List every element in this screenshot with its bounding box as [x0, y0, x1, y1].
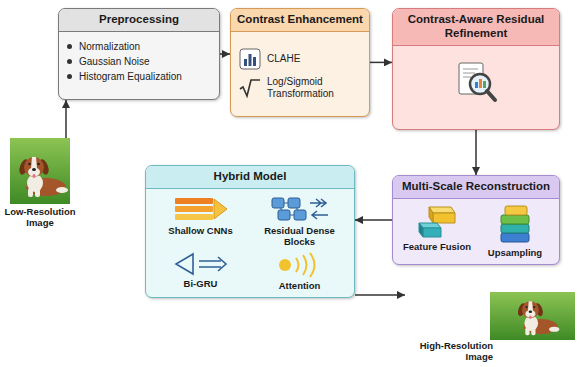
- box-title: Contrast-Aware Residual Refinement: [399, 13, 553, 41]
- cnn-icon: [173, 195, 229, 223]
- item-label: Upsampling: [488, 247, 542, 258]
- bullet-row: Histogram Equalization: [67, 71, 211, 83]
- item-cell: Attention: [253, 252, 346, 291]
- box-header: Hybrid Model: [146, 166, 354, 189]
- item-cell: Residual Dense Blocks: [253, 195, 346, 248]
- bullet-dot: [67, 74, 72, 79]
- box-body: [393, 46, 559, 118]
- item-label: Residual Dense Blocks: [253, 225, 346, 248]
- box-title: Contrast Enhancement: [237, 13, 363, 27]
- box-header: Preprocessing: [59, 9, 219, 32]
- image-node: High-Resolution Image: [405, 292, 575, 362]
- icon: [276, 252, 324, 278]
- box-body: Feature FusionUpsampling: [393, 199, 559, 264]
- image-space: [2, 138, 78, 206]
- att-icon: [276, 252, 324, 278]
- icon: [173, 252, 229, 276]
- item-cell: Shallow CNNs: [154, 195, 247, 248]
- dog-photo-low: [10, 138, 70, 204]
- icon: [239, 48, 261, 70]
- box-title: Multi-Scale Reconstruction: [399, 180, 553, 194]
- sqrt-icon: [239, 78, 261, 98]
- box-body: NormalizationGaussian NoiseHistogram Equ…: [59, 32, 219, 92]
- item-cell: Bi-GRU: [154, 252, 247, 291]
- item-label: Attention: [279, 280, 321, 291]
- box-header: Contrast-Aware Residual Refinement: [393, 9, 559, 46]
- bullet-row: Gaussian Noise: [67, 56, 211, 68]
- flow-arrow: [220, 53, 230, 55]
- icon: [453, 60, 499, 104]
- process-box: PreprocessingNormalizationGaussian Noise…: [58, 8, 220, 100]
- image-label: Low-Resolution Image: [2, 206, 78, 229]
- flow-arrow: [355, 294, 405, 296]
- box-title: Hybrid Model: [152, 170, 348, 184]
- process-box: Hybrid ModelShallow CNNs Residual Dense B…: [145, 165, 355, 298]
- magnifier-icon: [453, 60, 499, 104]
- process-box: Multi-Scale ReconstructionFeature Fusion…: [392, 175, 560, 265]
- icon: [239, 78, 261, 98]
- flow-arrow: [355, 219, 392, 221]
- icon: [495, 205, 535, 245]
- item-grid: Shallow CNNs Residual Dense BlocksBi-GRU A…: [154, 195, 346, 291]
- box-header: Contrast Enhancement: [231, 9, 369, 32]
- flow-arrow: [475, 130, 477, 175]
- process-box: Contrast EnhancementCLAHE Log/Sigmoid Tra…: [230, 8, 370, 117]
- bars-icon: [239, 48, 261, 70]
- flow-arrow: [65, 100, 67, 138]
- bullet-row: Normalization: [67, 41, 211, 53]
- upsample-icon: [495, 205, 535, 245]
- fusion-icon: [415, 205, 459, 239]
- item-label: Shallow CNNs: [168, 225, 232, 236]
- gru-icon: [173, 252, 229, 276]
- icon-row: CLAHE: [239, 48, 361, 70]
- bullet-text: Histogram Equalization: [79, 71, 182, 83]
- item-label: Feature Fusion: [403, 241, 471, 252]
- process-box: Contrast-Aware Residual Refinement: [392, 8, 560, 130]
- dog-photo-high: [490, 292, 575, 340]
- image-node: Low-Resolution Image: [2, 138, 78, 229]
- bullet-dot: [67, 59, 72, 64]
- box-header: Multi-Scale Reconstruction: [393, 176, 559, 199]
- icon: [173, 195, 229, 223]
- box-body: CLAHE Log/Sigmoid Transformation: [231, 32, 369, 116]
- image-label: High-Resolution Image: [405, 340, 493, 363]
- icon-row: Log/Sigmoid Transformation: [239, 76, 361, 100]
- item-label: Log/Sigmoid Transformation: [267, 76, 361, 100]
- bullet-text: Gaussian Noise: [79, 56, 150, 68]
- bullet-dot: [67, 44, 72, 49]
- item-label: Bi-GRU: [184, 278, 218, 289]
- bullet-text: Normalization: [79, 41, 140, 53]
- rdb-icon: [268, 195, 332, 223]
- box-body: Shallow CNNs Residual Dense BlocksBi-GRU A…: [146, 189, 354, 297]
- item-grid: Feature FusionUpsampling: [401, 205, 551, 258]
- icon: [415, 205, 459, 239]
- icon: [268, 195, 332, 223]
- item-cell: Feature Fusion: [401, 205, 473, 258]
- box-title: Preprocessing: [65, 13, 213, 27]
- item-cell: Upsampling: [479, 205, 551, 258]
- flow-arrow: [370, 62, 392, 64]
- item-label: CLAHE: [267, 53, 300, 65]
